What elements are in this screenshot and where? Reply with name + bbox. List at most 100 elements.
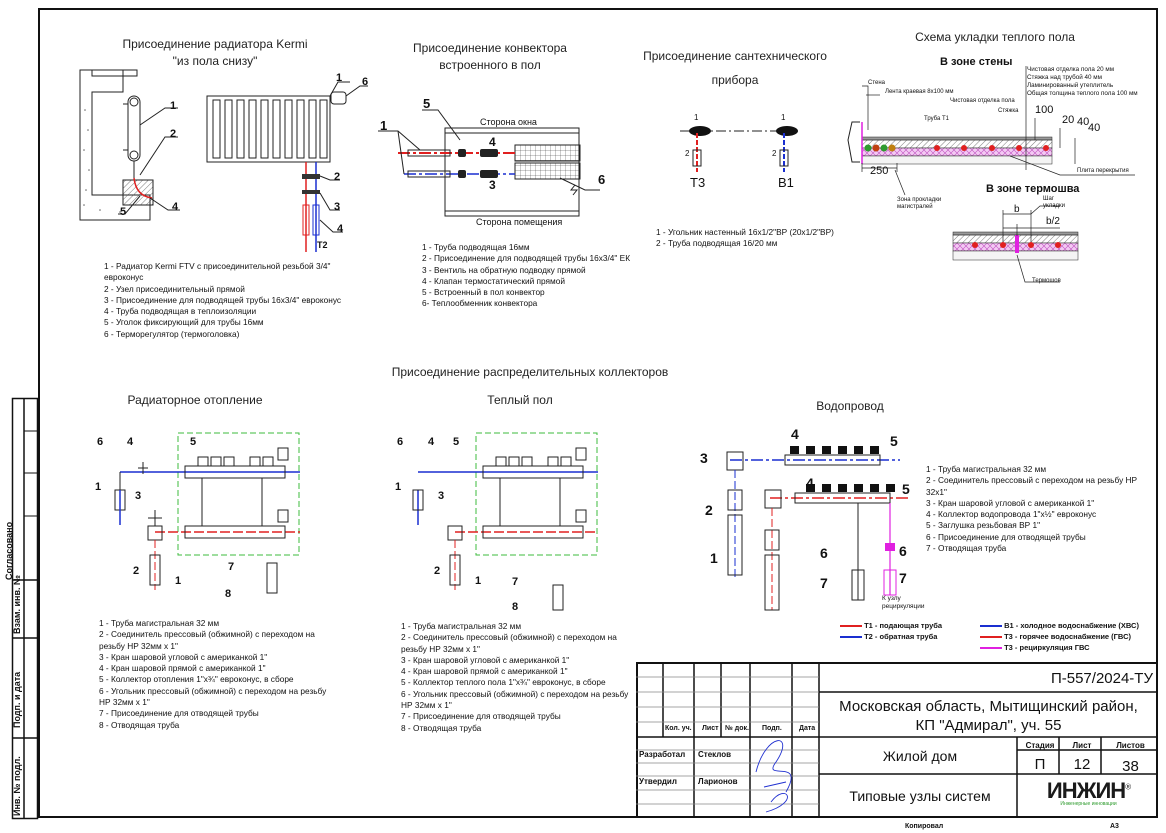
legend-item: 5 - Заглушка резьбовая ВР 1" [926, 520, 1041, 531]
convector-title-line1: Присоединение конвектора [413, 41, 567, 55]
inv-replace-label: Взам. инв. № [12, 574, 22, 634]
dim-40a: 40 [1077, 116, 1090, 128]
label-screed: Стяжка [998, 108, 1019, 114]
wall-zone-title: В зоне стены [940, 56, 1013, 68]
return-line-swatch [840, 636, 862, 639]
legend-item: 3 - Кран шаровой угловой с американкой 1… [99, 651, 268, 662]
water-callout-4a: 4 [791, 426, 799, 442]
kermi-callout-4: 4 [172, 201, 179, 213]
line-legend-item: В1 - холодное водоснабжение (ХВС) [980, 621, 1139, 630]
stage-value: П [1034, 756, 1046, 773]
radiator-callout-3: 3 [135, 490, 142, 502]
legend-item: 3 - Кран шаровой угловой с американкой 1… [926, 497, 1095, 508]
legend-item: 8 - Отводящая труба [99, 719, 180, 730]
floor-callout-7: 7 [512, 576, 519, 588]
note-item: Общая толщина теплого пола 100 мм [1027, 90, 1138, 97]
agreed-label: Согласовано [4, 521, 14, 580]
legend-item: 2 - Узел присоединительный прямой [104, 283, 245, 294]
line-legend-label: Т1 - подающая труба [864, 621, 943, 630]
supply-line-swatch [840, 625, 862, 628]
legend-item: 3 - Присоединение для подводящей трубы 1… [104, 294, 342, 305]
note-item: Ламинированный утеплитель [1027, 82, 1114, 89]
logo-text: ИНЖИН® [1019, 778, 1158, 804]
floor-heating-manifold-title: Теплый пол [487, 393, 553, 407]
logo-wordmark: ИНЖИН [1046, 778, 1126, 803]
legend-item: 6 - Угольник прессовый (обжимной) с пере… [401, 688, 629, 699]
legend-item: 32х1" [926, 486, 947, 497]
label-mains-zone-2: магистралей [897, 204, 933, 210]
sanitary-title: Присоединение сантехнического прибора [640, 44, 830, 92]
legend-item: 7 - Отводящая труба [926, 543, 1007, 554]
legend-item: 5 - Коллектор отопления 1"х¾" евроконус,… [99, 674, 294, 685]
window-side-label: Сторона окна [480, 117, 537, 127]
floor-callout-5: 5 [453, 436, 460, 448]
radiator-callout-2: 2 [133, 565, 140, 577]
legend-item: 6 - Присоединение для отводящей трубы [926, 531, 1086, 542]
kermi-callout-6: 6 [362, 76, 369, 88]
legend-item: 2 - Соединитель прессовый с переходом на… [926, 475, 1138, 486]
label-mains-zone: Зона прокладки магистралей [897, 197, 941, 211]
address-line-1: Московская область, Мытищинский район, [839, 698, 1138, 715]
legend-item: НР 32мм х 1" [401, 700, 452, 711]
floor-manifold-legend: 1 - Труба магистральная 32 мм 2 - Соедин… [401, 621, 628, 734]
floor-callout-2: 2 [434, 565, 441, 577]
label-step-1: Шаг [1043, 196, 1055, 202]
label-edge-tape: Лента краевая 8х100 мм [885, 89, 954, 95]
floor-heating-title: Схема укладки теплого пола [915, 30, 1075, 44]
sanitary-callout-1a: 1 [694, 113, 699, 122]
recirc-note-2: рециркуляции [882, 603, 925, 610]
water-callout-6a: 6 [820, 545, 828, 561]
water-manifold [726, 446, 910, 611]
radiator-heating-title: Радиаторное отопление [127, 393, 263, 407]
legend-item: 4 - Клапан термостатический прямой [422, 275, 565, 286]
label-b: b [1014, 204, 1020, 215]
legend-item: 1 - Труба магистральная 32 мм [99, 618, 220, 628]
sheet-title: Типовые узлы систем [849, 788, 991, 804]
sign-date-label: Подп. и дата [12, 671, 22, 728]
drawing-frame [38, 8, 1158, 818]
kermi-legend: 1 - Радиатор Kermi FTV с присоединительн… [104, 261, 341, 340]
floor-callout-8: 8 [512, 601, 519, 613]
line-legend-label: Т3 - горячее водоснабжение (ГВС) [1004, 632, 1131, 641]
line-type-legend: Т1 - подающая труба Т2 - обратная труба … [840, 621, 1140, 661]
kermi-callout-1b: 1 [336, 72, 343, 84]
role-developed: Разработал [639, 750, 686, 759]
dim-20: 20 [1062, 114, 1075, 126]
label-joint: Термошов [1032, 278, 1061, 284]
water-callout-5b: 5 [902, 481, 910, 497]
legend-item: 2 - Соединитель прессовый (обжимной) с п… [401, 632, 617, 643]
legend-item: евроконус [104, 272, 144, 283]
legend-item: 5 - Коллектор теплого пола 1"х¾" еврокон… [401, 677, 606, 688]
label-wall: Стена [868, 80, 886, 86]
label-mains-zone-1: Зона прокладки [897, 197, 942, 203]
line-legend-item: Т2 - обратная труба [840, 632, 937, 641]
logo-subtitle: Инженерные инновации [1060, 801, 1117, 807]
floor-manifold [412, 432, 598, 611]
line-legend-label: В1 - холодное водоснабжение (ХВС) [1004, 621, 1139, 630]
convector-callout-3: 3 [489, 178, 496, 192]
company-logo: ИНЖИН® Инженерные инновации [1019, 778, 1158, 807]
wall-section [79, 69, 154, 221]
line-legend-item: Т1 - подающая труба [840, 621, 942, 630]
title-block: Кол. уч. Лист № док. Подп. Дата Разработ… [636, 662, 1158, 818]
joint-zone-title: В зоне термошва [986, 183, 1080, 195]
sanitary-label-t3: Т3 [690, 175, 706, 190]
line-legend-item: Т3 - горячее водоснабжение (ГВС) [980, 632, 1131, 641]
water-callout-3: 3 [700, 450, 708, 466]
sanitary-legend: 1 - Угольник настенный 16х1/2"ВР (20х1/2… [656, 227, 834, 250]
sanitary-callout-2b: 2 [772, 149, 777, 158]
water-callout-6b: 6 [899, 543, 907, 559]
sanitary-callout-2a: 2 [685, 149, 690, 158]
sanitary-title-line1: Присоединение сантехнического [643, 49, 827, 63]
convector-callout-5: 5 [423, 96, 431, 111]
convector-title-line2: встроенного в пол [439, 58, 541, 72]
legend-item: 2 - Соединитель прессовый (обжимной) с п… [99, 629, 315, 640]
signature [755, 740, 792, 813]
note-item: Стяжка над трубой 40 мм [1027, 74, 1102, 81]
convector-callout-4: 4 [489, 135, 496, 149]
water-supply-title: Водопровод [816, 399, 884, 413]
radiator-callout-1b: 1 [175, 575, 182, 587]
legend-item: резьбу НР 32мм х 1" [99, 640, 178, 651]
